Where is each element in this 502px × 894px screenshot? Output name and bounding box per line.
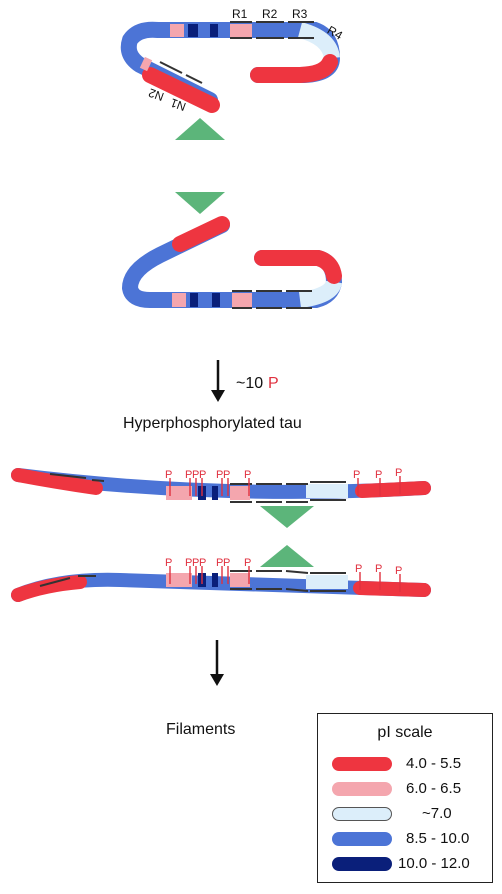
green-arrow-up-2 — [260, 545, 314, 567]
phospho-marker: P — [244, 469, 251, 481]
legend-swatch — [332, 857, 392, 871]
phospho-marker: P — [192, 557, 199, 569]
phospho-symbol: P — [268, 375, 279, 392]
legend-swatch — [332, 782, 392, 796]
legend-row: 8.5 - 10.0 — [332, 829, 492, 849]
filament-step: Filaments — [166, 640, 235, 738]
label-n2: N2 — [146, 85, 166, 104]
legend-swatch — [332, 807, 392, 821]
phospho-marker: P — [375, 563, 382, 575]
phospho-marker: P — [353, 469, 360, 481]
label-r3: R3 — [292, 7, 308, 21]
phospho-marker: P — [185, 469, 192, 481]
phospho-marker: P — [165, 469, 172, 481]
label-r4: R4 — [325, 23, 346, 43]
phospho-marker: P — [185, 557, 192, 569]
pi-scale-legend: pI scale 4.0 - 5.5 6.0 - 6.5 ~7.0 8.5 - … — [317, 713, 493, 883]
legend-label: ~7.0 — [422, 805, 452, 822]
green-arrow-down-2 — [260, 506, 314, 528]
phospho-marker: P — [355, 563, 362, 575]
label-n1: N1 — [168, 95, 188, 114]
legend-title: pI scale — [377, 724, 433, 741]
filaments-caption: Filaments — [166, 721, 235, 738]
phospho-marker: P — [395, 565, 402, 577]
phospho-marker: P — [223, 557, 230, 569]
phospho-marker: P — [223, 469, 230, 481]
linear-tau-1 — [11, 468, 431, 503]
hyperphosphorylated-caption: Hyperphosphorylated tau — [123, 415, 302, 432]
folded-tau-2 — [121, 216, 343, 309]
phospho-marker: P — [395, 467, 402, 479]
label-r1: R1 — [232, 7, 248, 21]
legend-row: 6.0 - 6.5 — [332, 779, 492, 799]
phospho-marker: P — [216, 557, 223, 569]
phospho-marker: P — [216, 469, 223, 481]
legend-row: 10.0 - 12.0 — [332, 854, 492, 874]
phospho-markers-2: P P P P P P P P P P — [165, 557, 402, 592]
phospho-marker: P — [375, 469, 382, 481]
green-arrow-down-1 — [175, 192, 225, 214]
green-arrow-up-1 — [175, 118, 225, 140]
legend-swatch — [332, 757, 392, 771]
folded-tau-1: R1 R2 R3 R4 N1 N2 — [120, 7, 346, 114]
phospho-marker: P — [199, 557, 206, 569]
phospho-markers-1: P P P P P P P P P P — [165, 467, 402, 496]
phosphorylation-step: ~10 P Hyperphosphorylated tau — [123, 360, 302, 432]
legend-label: 10.0 - 12.0 — [398, 855, 470, 872]
legend-label: 4.0 - 5.5 — [406, 755, 462, 772]
legend-row: 4.0 - 5.5 — [332, 754, 492, 774]
label-r2: R2 — [262, 7, 278, 21]
legend-row: ~7.0 — [332, 804, 492, 824]
legend-label: 6.0 - 6.5 — [406, 780, 462, 797]
phospho-count: ~10 — [236, 375, 263, 392]
linear-tau-2 — [11, 570, 431, 602]
phospho-marker: P — [244, 557, 251, 569]
phospho-marker: P — [192, 469, 199, 481]
phospho-marker: P — [199, 469, 206, 481]
legend-swatch — [332, 832, 392, 846]
legend-label: 8.5 - 10.0 — [406, 830, 470, 847]
phospho-marker: P — [165, 557, 172, 569]
